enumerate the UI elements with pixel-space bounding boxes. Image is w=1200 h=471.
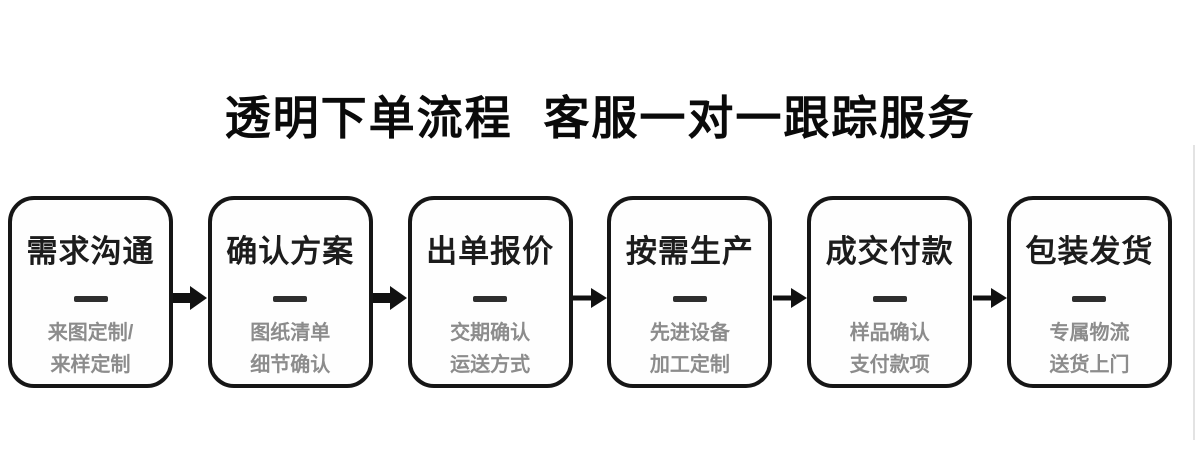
arrow-right-icon xyxy=(972,196,1007,388)
subtitle-line: 先进设备 xyxy=(649,322,730,344)
step-box-requirement: 需求沟通 来图定制/ 来样定制 xyxy=(8,196,173,388)
subtitle-line: 样品确认 xyxy=(849,322,930,344)
subtitle-line: 支付款项 xyxy=(849,354,930,376)
arrow-right-icon xyxy=(572,196,608,388)
subtitle-line: 图纸清单 xyxy=(250,322,331,344)
step-subtitle: 图纸清单 细节确认 xyxy=(250,317,330,381)
step-box-production: 按需生产 先进设备 加工定制 xyxy=(607,196,773,388)
step-subtitle: 交期确认 运送方式 xyxy=(450,317,530,381)
step-box-shipping: 包装发货 专属物流 送货上门 xyxy=(1006,196,1172,388)
step-title: 出单报价 xyxy=(426,234,555,269)
dash-divider xyxy=(73,296,108,302)
step-subtitle: 来图定制/ 来样定制 xyxy=(48,317,134,381)
step-box-quote: 出单报价 交期确认 运送方式 xyxy=(407,196,573,388)
subtitle-line: 运送方式 xyxy=(450,354,531,376)
dash-divider xyxy=(672,296,707,302)
right-edge-divider xyxy=(1193,145,1195,440)
step-subtitle: 先进设备 加工定制 xyxy=(650,317,730,381)
subtitle-line: 交期确认 xyxy=(450,322,531,344)
dash-divider xyxy=(1072,296,1107,302)
step-subtitle: 样品确认 支付款项 xyxy=(850,317,930,381)
subtitle-line: 送货上门 xyxy=(1049,354,1130,376)
step-title: 需求沟通 xyxy=(26,234,155,269)
arrow-right-icon xyxy=(772,196,807,388)
step-subtitle: 专属物流 送货上门 xyxy=(1049,317,1129,381)
step-box-payment: 成交付款 样品确认 支付款项 xyxy=(807,196,973,388)
subtitle-line: 专属物流 xyxy=(1049,322,1130,344)
dash-divider xyxy=(872,296,907,302)
step-title: 确认方案 xyxy=(226,234,355,269)
page-title: 透明下单流程 客服一对一跟踪服务 xyxy=(224,92,976,144)
dash-divider xyxy=(473,296,508,302)
dash-divider xyxy=(273,296,308,302)
subtitle-line: 加工定制 xyxy=(649,354,730,376)
arrow-right-icon xyxy=(373,196,408,388)
arrow-right-icon xyxy=(173,196,208,388)
step-title: 包装发货 xyxy=(1025,234,1154,269)
subtitle-line: 来图定制/ xyxy=(47,322,134,344)
process-flow-row: 需求沟通 来图定制/ 来样定制 确认方案 图纸清单 细节确认 xyxy=(8,196,1172,388)
step-title: 按需生产 xyxy=(625,234,754,269)
step-title: 成交付款 xyxy=(825,234,954,269)
subtitle-line: 来样定制 xyxy=(50,354,131,376)
step-box-confirm-plan: 确认方案 图纸清单 细节确认 xyxy=(207,196,373,388)
subtitle-line: 细节确认 xyxy=(250,354,331,376)
